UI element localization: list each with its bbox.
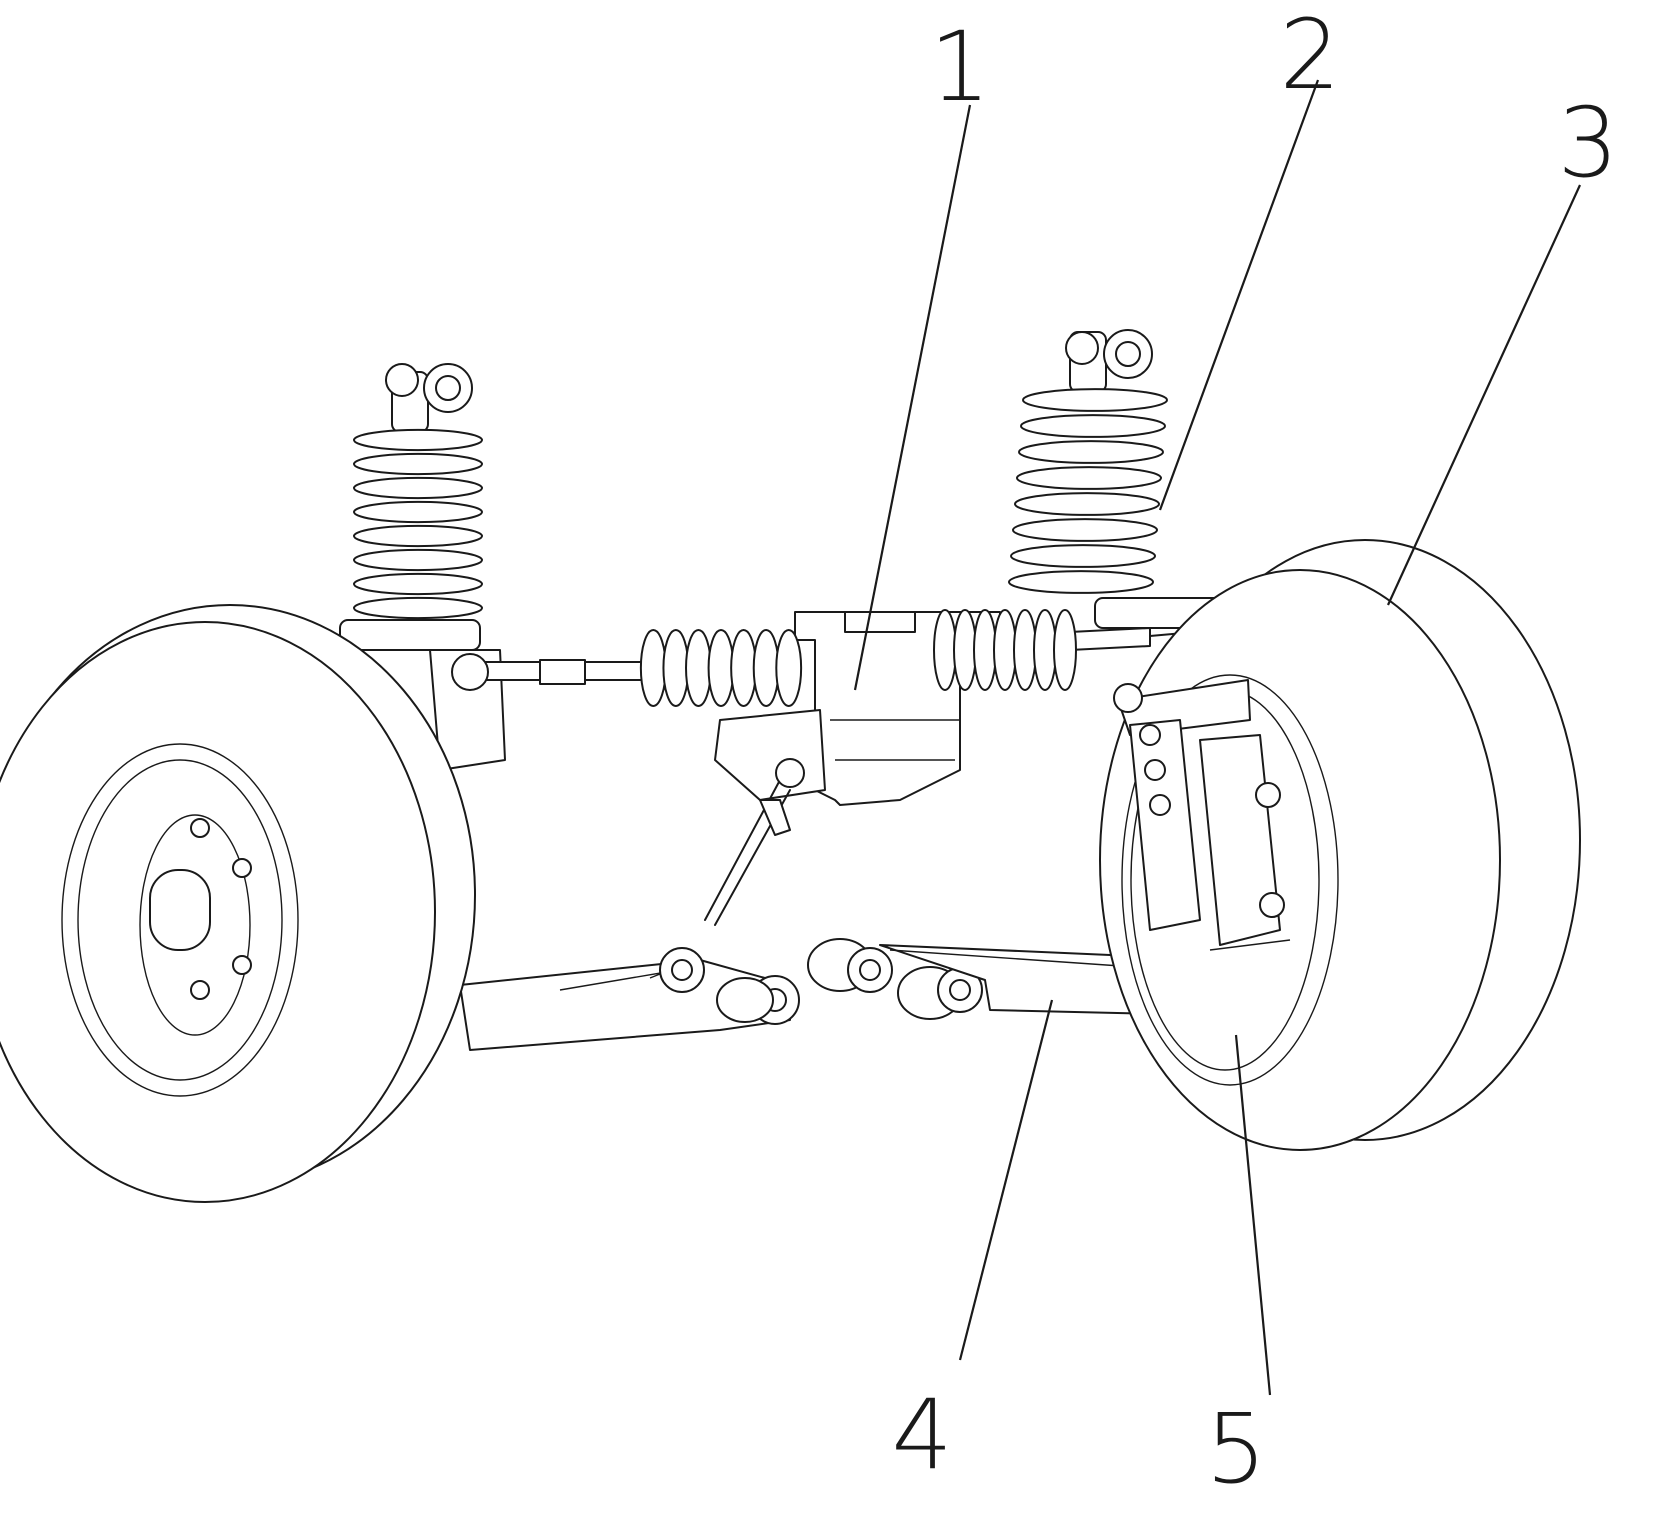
callout-5: 5 xyxy=(1205,1393,1266,1505)
coil xyxy=(354,478,482,498)
lower-control-arm-left xyxy=(460,948,799,1050)
coil xyxy=(1019,441,1163,463)
coil xyxy=(1021,415,1165,437)
boot-fold xyxy=(994,610,1016,690)
steering-gear xyxy=(641,610,1076,925)
coil xyxy=(1011,545,1155,567)
boot-fold xyxy=(1034,610,1056,690)
callout-2: 2 xyxy=(1279,0,1340,111)
boot-fold xyxy=(754,630,779,706)
coil xyxy=(1009,571,1153,593)
boot-fold xyxy=(1054,610,1076,690)
coil xyxy=(354,598,482,618)
boot-fold xyxy=(954,610,976,690)
callout-3: 3 xyxy=(1557,87,1618,199)
wheel-left xyxy=(0,605,475,1202)
coil xyxy=(1015,493,1159,515)
leader-3 xyxy=(1388,185,1580,605)
boot-fold xyxy=(641,630,666,706)
callout-1: 1 xyxy=(929,11,990,123)
coil xyxy=(1017,467,1161,489)
leader-2 xyxy=(1160,80,1318,510)
coil xyxy=(354,526,482,546)
coil xyxy=(354,430,482,450)
boot-fold xyxy=(1014,610,1036,690)
boot-fold xyxy=(686,630,711,706)
leader-4 xyxy=(960,1000,1052,1360)
boot-fold xyxy=(731,630,756,706)
boot-fold xyxy=(934,610,956,690)
coil xyxy=(354,502,482,522)
coil xyxy=(354,574,482,594)
boot-fold xyxy=(974,610,996,690)
coil xyxy=(354,550,482,570)
coil xyxy=(354,454,482,474)
coil xyxy=(1013,519,1157,541)
boot-fold xyxy=(663,630,688,706)
callout-4: 4 xyxy=(891,1379,952,1491)
boot-fold xyxy=(709,630,734,706)
boot-fold xyxy=(776,630,801,706)
leader-1 xyxy=(855,105,970,690)
right-shock-spring xyxy=(1009,330,1235,628)
coil xyxy=(1023,389,1167,411)
